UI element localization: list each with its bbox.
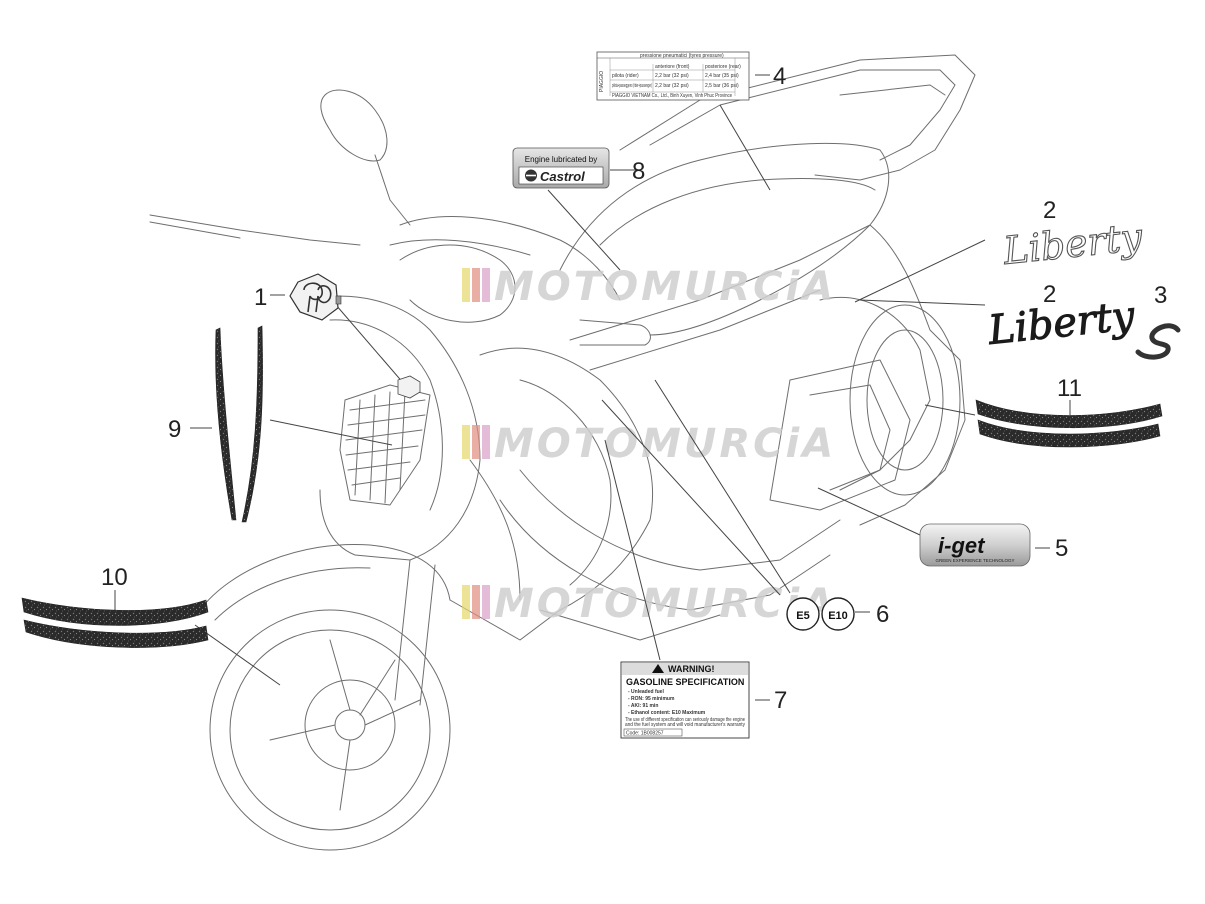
svg-text:- Unleaded fuel: - Unleaded fuel bbox=[628, 689, 664, 695]
svg-text:pilota (rider): pilota (rider) bbox=[612, 73, 639, 79]
svg-text:pressione pneumatici (tyres pr: pressione pneumatici (tyres pressure) bbox=[640, 53, 724, 59]
rear-decals bbox=[975, 399, 1163, 448]
svg-text:- RON: 95 minimum: - RON: 95 minimum bbox=[628, 696, 675, 702]
svg-text:MOTOMURCiA: MOTOMURCiA bbox=[494, 421, 836, 467]
callout-2a: 2 bbox=[1043, 197, 1056, 224]
front-fender-decals bbox=[21, 597, 209, 648]
svg-text:E5: E5 bbox=[796, 610, 809, 622]
s-logo bbox=[1135, 323, 1181, 360]
svg-text:Liberty: Liberty bbox=[985, 293, 1138, 354]
svg-text:pilota+passeggero (rider+passe: pilota+passeggero (rider+passenger) bbox=[612, 83, 652, 89]
svg-text:MOTOMURCiA: MOTOMURCiA bbox=[494, 581, 836, 627]
svg-text:Castrol: Castrol bbox=[540, 169, 585, 184]
svg-text:Liberty: Liberty bbox=[1000, 215, 1144, 273]
svg-text:2,2 bar (32 psi): 2,2 bar (32 psi) bbox=[655, 73, 689, 79]
callout-7: 7 bbox=[774, 687, 787, 714]
svg-text:Engine lubricated by: Engine lubricated by bbox=[525, 155, 598, 164]
gasoline-warning-label: WARNING! GASOLINE SPECIFICATION - Unlead… bbox=[620, 661, 750, 739]
callout-5: 5 bbox=[1055, 535, 1068, 562]
watermark-bottom: MOTOMURCiA bbox=[462, 581, 836, 627]
callout-numbers: 1 2 2 3 4 5 6 7 8 9 10 11 bbox=[101, 63, 1167, 714]
svg-text:2,4 bar (35 psi): 2,4 bar (35 psi) bbox=[705, 73, 739, 79]
svg-text:2,5 bar (36 psi): 2,5 bar (36 psi) bbox=[705, 83, 739, 89]
svg-text:GREEN EXPERIENCE TECHNOLOGY: GREEN EXPERIENCE TECHNOLOGY bbox=[936, 558, 1015, 563]
callout-8: 8 bbox=[632, 158, 645, 185]
svg-text:The use of different specifica: The use of different specification can s… bbox=[625, 717, 745, 723]
tyre-pressure-label: pressione pneumatici (tyres pressure) an… bbox=[596, 51, 750, 101]
svg-text:and the fuel system and will v: and the fuel system and will void manufa… bbox=[625, 722, 745, 728]
svg-text:- Ethanol content: E10 Maximum: - Ethanol content: E10 Maximum bbox=[628, 710, 706, 716]
callout-2b: 2 bbox=[1043, 281, 1056, 308]
scooter-outline bbox=[149, 54, 976, 851]
svg-text:PIAGGIO: PIAGGIO bbox=[599, 71, 605, 92]
leader-lines bbox=[114, 74, 1071, 701]
svg-text:E10: E10 bbox=[828, 610, 848, 622]
watermark-middle: MOTOMURCiA bbox=[462, 421, 836, 467]
svg-text:PIAGGIO VIETNAM Co., Ltd., Bin: PIAGGIO VIETNAM Co., Ltd., Binh Xuyen, V… bbox=[612, 93, 732, 99]
castrol-label: Engine lubricated by Castrol bbox=[512, 147, 610, 189]
svg-text:Code: 1B008257: Code: 1B008257 bbox=[626, 731, 664, 737]
svg-text:MOTOMURCiA: MOTOMURCiA bbox=[494, 264, 836, 310]
callout-3: 3 bbox=[1154, 282, 1167, 309]
svg-text:2,2 bar (32 psi): 2,2 bar (32 psi) bbox=[655, 83, 689, 89]
svg-text:posteriore (rear): posteriore (rear) bbox=[705, 64, 741, 70]
warning-triangle-icon bbox=[652, 664, 664, 673]
callout-11: 11 bbox=[1057, 375, 1082, 402]
svg-text:WARNING!: WARNING! bbox=[668, 664, 715, 674]
svg-text:- AKI: 91 min: - AKI: 91 min bbox=[628, 703, 658, 709]
piaggio-badge-icon bbox=[289, 273, 421, 399]
callout-1: 1 bbox=[254, 284, 267, 311]
svg-text:anteriore (front): anteriore (front) bbox=[655, 64, 690, 70]
callout-4: 4 bbox=[773, 63, 786, 90]
watermark-top: MOTOMURCiA bbox=[462, 264, 836, 310]
svg-text:i-get: i-get bbox=[938, 533, 986, 558]
svg-text:GASOLINE SPECIFICATION: GASOLINE SPECIFICATION bbox=[626, 677, 744, 687]
iget-label: i-get GREEN EXPERIENCE TECHNOLOGY bbox=[919, 523, 1031, 567]
fuel-badges: E5 E10 bbox=[786, 597, 855, 631]
liberty-logo-black: Liberty bbox=[985, 292, 1139, 354]
callout-6: 6 bbox=[876, 601, 889, 628]
callout-9: 9 bbox=[168, 416, 181, 443]
callout-10: 10 bbox=[101, 564, 128, 591]
liberty-logo-outline: Liberty bbox=[1000, 214, 1146, 274]
side-stripe-decals bbox=[215, 325, 263, 523]
castrol-logo-icon bbox=[525, 169, 537, 182]
